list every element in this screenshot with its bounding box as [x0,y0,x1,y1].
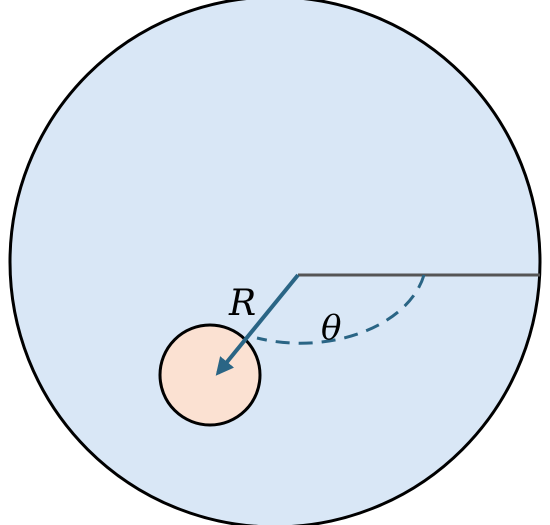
radius-arrow [215,273,300,376]
angle-label: θ [321,308,341,348]
angle-arc [256,274,426,345]
radius-label: R [228,283,256,324]
outer-circle [8,0,542,525]
